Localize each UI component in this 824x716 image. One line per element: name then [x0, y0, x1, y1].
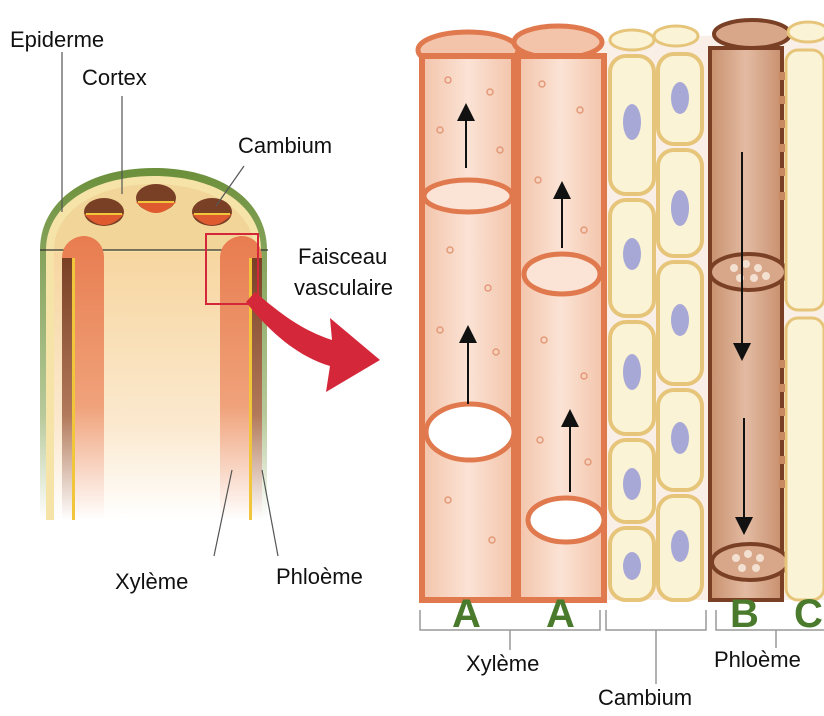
phloem-sieve-tube: [710, 48, 788, 600]
label-epiderme: Epiderme: [10, 28, 104, 52]
label-faisceau-line2: vasculaire: [294, 276, 393, 300]
companion-cells: [786, 50, 824, 600]
label-cambium-bottom: Cambium: [598, 686, 692, 710]
label-xyleme-bottom: Xylème: [466, 652, 539, 676]
stem-section: [40, 168, 268, 520]
cell-letter-a1: A: [452, 594, 481, 634]
label-phloeme-left: Phloème: [276, 565, 363, 589]
label-cortex: Cortex: [82, 66, 147, 90]
xylem-vessel-2: [518, 56, 604, 600]
label-faisceau-line1: Faisceau: [298, 245, 387, 269]
right-bundle-strip: [220, 236, 262, 520]
cell-letter-b: B: [730, 594, 759, 634]
xylem-vessel-1: [422, 56, 514, 600]
label-phloeme-bottom: Phloème: [714, 648, 801, 672]
cell-letter-a2: A: [546, 594, 575, 634]
tissue-magnified: [418, 20, 824, 684]
label-cambium-top: Cambium: [238, 134, 332, 158]
left-bundle-strip: [62, 236, 104, 520]
label-xyleme-left: Xylème: [115, 570, 188, 594]
cambium-cells: [610, 54, 702, 600]
cell-letter-c: C: [794, 594, 823, 634]
